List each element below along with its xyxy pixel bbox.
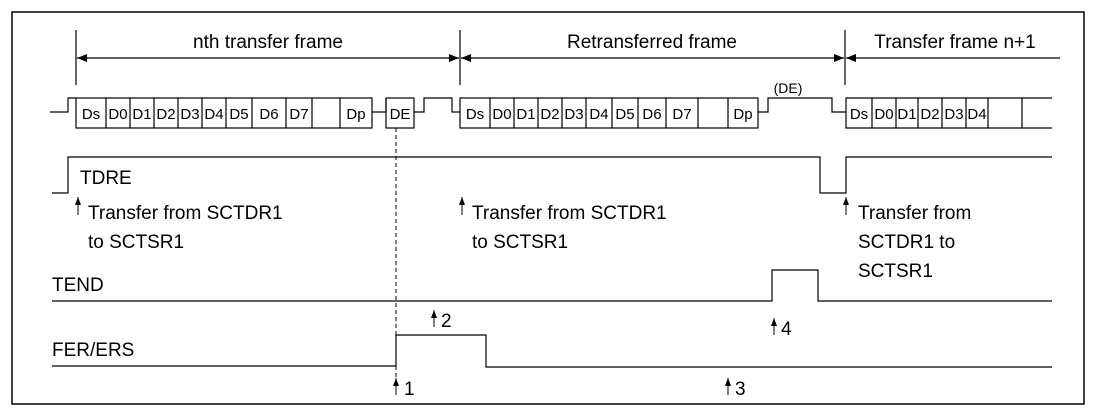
nth-frame-label: nth transfer frame [193, 32, 343, 53]
bit-de: DE [390, 106, 411, 123]
tdre-waveform [52, 156, 1052, 194]
frame2-bits-box [459, 97, 759, 129]
f3-bit-d4: D4 [967, 106, 986, 123]
frame-spans [75, 30, 1060, 85]
transfer2-line2: to SCTSR1 [472, 232, 568, 253]
f2-bit-ds: Ds [466, 106, 484, 123]
fer-ers-waveform [52, 334, 1052, 368]
f2-bit-d0: D0 [492, 106, 511, 123]
f2-bit-d6: D6 [642, 106, 661, 123]
transfer1-line2: to SCTSR1 [88, 232, 184, 253]
frame1-bits-box [75, 97, 373, 129]
f1-bit-d7: D7 [289, 106, 308, 123]
f2-bit-d3: D3 [564, 106, 583, 123]
f1-bit-d5: D5 [229, 106, 248, 123]
f1-bit-d1: D1 [132, 106, 151, 123]
next-frame-label: Transfer frame n+1 [874, 32, 1035, 53]
transfer1-line1: Transfer from SCTDR1 [88, 203, 283, 224]
transfer3-line2: SCTDR1 to [858, 232, 955, 253]
f1-bit-d4: D4 [204, 106, 223, 123]
f1-bit-d3: D3 [180, 106, 199, 123]
marker-4-label: 4 [781, 319, 792, 340]
diagram-border [11, 11, 1085, 405]
transfer3-line3: SCTSR1 [858, 261, 933, 282]
f2-bit-d2: D2 [540, 106, 559, 123]
f3-bit-d2: D2 [920, 106, 939, 123]
f2-bit-d4: D4 [589, 106, 608, 123]
de-bit-box [385, 97, 415, 129]
marker-2-label: 2 [441, 311, 452, 332]
f2-bit-d1: D1 [516, 106, 535, 123]
f1-bit-d2: D2 [156, 106, 175, 123]
retransferred-frame-label: Retransferred frame [567, 32, 737, 53]
bit-de-parenthesized: (DE) [774, 80, 803, 96]
f1-bit-d6: D6 [259, 106, 278, 123]
transfer2-line1: Transfer from SCTDR1 [472, 203, 667, 224]
f2-bit-d5: D5 [615, 106, 634, 123]
fer-ers-label: FER/ERS [52, 340, 134, 361]
f3-bit-d3: D3 [944, 106, 963, 123]
f3-bit-ds: Ds [850, 106, 868, 123]
f3-bit-d1: D1 [897, 106, 916, 123]
serial-waveform [50, 97, 1052, 129]
tend-label: TEND [52, 275, 104, 296]
marker-1-label: 1 [404, 379, 415, 400]
f2-bit-dp: Dp [733, 106, 752, 123]
tend-waveform [52, 269, 1052, 302]
marker-3-label: 3 [735, 379, 746, 400]
f3-bit-d0: D0 [874, 106, 893, 123]
f1-bit-dp: Dp [346, 106, 365, 123]
f2-bit-d7: D7 [672, 106, 691, 123]
tdre-label: TDRE [80, 168, 132, 189]
f1-bit-ds: Ds [82, 106, 100, 123]
transfer3-line1: Transfer from [858, 203, 971, 224]
f1-bit-d0: D0 [108, 106, 127, 123]
